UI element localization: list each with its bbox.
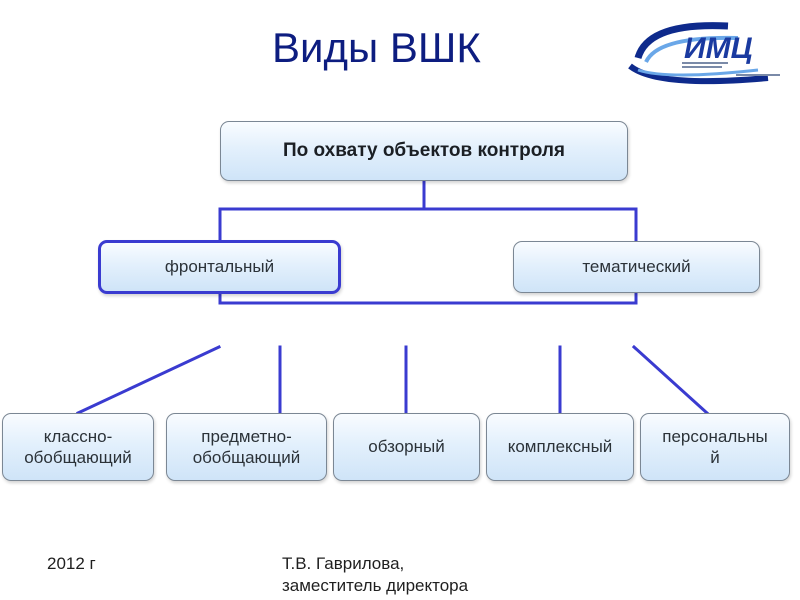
leaf-node-label: обзорный <box>368 437 445 457</box>
leaf-node-class-generalizing: классно- обобщающий <box>2 413 154 481</box>
root-node-label: По охвату объектов контроля <box>282 140 566 162</box>
footer-author: Т.В. Гаврилова, заместитель директора <box>282 553 468 597</box>
slide-title: Виды ВШК <box>272 24 481 71</box>
imc-logo: ИМЦ <box>628 22 780 85</box>
leaf-node-label: предметно- обобщающий <box>192 426 301 467</box>
leaf-node-overview: обзорный <box>333 413 480 481</box>
leaf-node-label: классно- обобщающий <box>24 426 132 467</box>
leaf-node-comprehensive: комплексный <box>486 413 634 481</box>
leaf-node-personal: персональны й <box>640 413 790 481</box>
branch-node-label: фронтальный <box>164 257 275 277</box>
footer-author-name: Т.В. Гаврилова, <box>282 554 405 573</box>
leaf-node-label: комплексный <box>507 437 613 457</box>
footer-year: 2012 г <box>47 554 96 573</box>
logo-text: ИМЦ <box>684 32 753 65</box>
leaf-node-label: персональны й <box>662 426 768 467</box>
branch-node-thematic: тематический <box>513 241 760 293</box>
root-node: По охвату объектов контроля <box>220 121 628 181</box>
footer-author-position: заместитель директора <box>282 576 469 596</box>
leaf-node-subject-generalizing: предметно- обобщающий <box>166 413 327 481</box>
branch-node-frontal: фронтальный <box>98 240 341 294</box>
branch-node-label: тематический <box>582 257 691 277</box>
